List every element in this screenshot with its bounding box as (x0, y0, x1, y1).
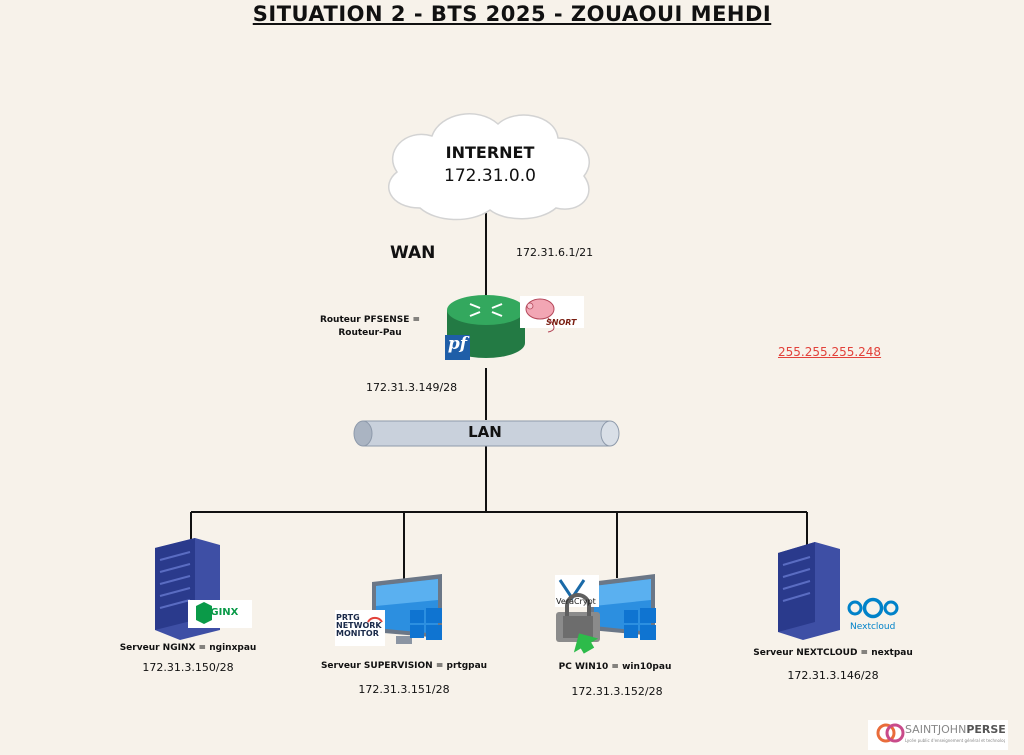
server-prtg-ip: 172.31.3.151/28 (358, 683, 450, 696)
windows-logo-icon (410, 608, 442, 640)
internet-cloud-icon (388, 113, 590, 221)
lan-switch-tube (353, 420, 620, 447)
footer-logo-name-bold: PERSE (966, 723, 1006, 736)
pc-win10-ip: 172.31.3.152/28 (571, 685, 663, 698)
wan-ip: 172.31.6.1/21 (516, 246, 594, 259)
lan-label: LAN (468, 423, 502, 441)
page-title: SITUATION 2 - BTS 2025 - ZOUAOUI MEHDI (252, 2, 772, 26)
saintjohnperse-logo-icon (868, 720, 1008, 750)
nextcloud-server-icon (778, 542, 840, 640)
nginx-logo-icon (188, 600, 252, 628)
router-label-line1: Routeur PFSENSE = (319, 315, 421, 325)
prtg-logo-line1: PRTG (336, 613, 360, 622)
nextcloud-logo-icon (847, 597, 899, 619)
footer-logo-tagline: Lycée public d'enseignement général et t… (905, 738, 1005, 743)
prtg-logo-text: PRTG NETWORK MONITOR (336, 614, 382, 638)
subnet-mask: 255.255.255.248 (778, 345, 882, 359)
pfsense-router-icon (445, 295, 525, 360)
footer-logo-name: SAINTJOHNPERSE (905, 723, 1006, 736)
server-nginx-ip: 172.31.3.150/28 (142, 661, 234, 674)
nextcloud-logo-text: Nextcloud (850, 622, 896, 632)
nginx-logo-text: NGINX (202, 607, 239, 618)
prtg-logo-icon (335, 610, 385, 646)
footer-logo-name-light: SAINTJOHN (905, 723, 967, 736)
pfsense-badge: pf (447, 334, 468, 354)
router-label: Routeur PFSENSE = Routeur-Pau (315, 314, 425, 340)
encrypted-disk-lock-icon (556, 593, 600, 654)
prtg-logo-line2: NETWORK (336, 621, 382, 630)
snort-badge: SNORT (546, 318, 577, 327)
veracrypt-logo-icon (555, 575, 599, 607)
veracrypt-logo-text: VeraCrypt (556, 597, 596, 606)
server-nextcloud-label: Serveur NEXTCLOUD = nextpau (753, 648, 913, 658)
router-label-line2: Routeur-Pau (338, 328, 402, 338)
snort-pig-icon (520, 296, 584, 333)
server-nextcloud-ip: 172.31.3.146/28 (787, 669, 879, 682)
lan-gateway-ip: 172.31.3.149/28 (366, 381, 458, 394)
windows-logo-icon-2 (624, 608, 656, 640)
server-prtg-label: Serveur SUPERVISION = prtgpau (320, 661, 488, 671)
pc-win10-label: PC WIN10 = win10pau (558, 662, 672, 672)
internet-label: INTERNET (445, 143, 535, 162)
server-nginx-label: Serveur NGINX = nginxpau (119, 643, 257, 653)
internet-network: 172.31.0.0 (444, 166, 536, 186)
wan-label: WAN (390, 243, 436, 263)
prtg-logo-line3: MONITOR (336, 629, 379, 638)
win10-monitor-icon (590, 574, 655, 636)
